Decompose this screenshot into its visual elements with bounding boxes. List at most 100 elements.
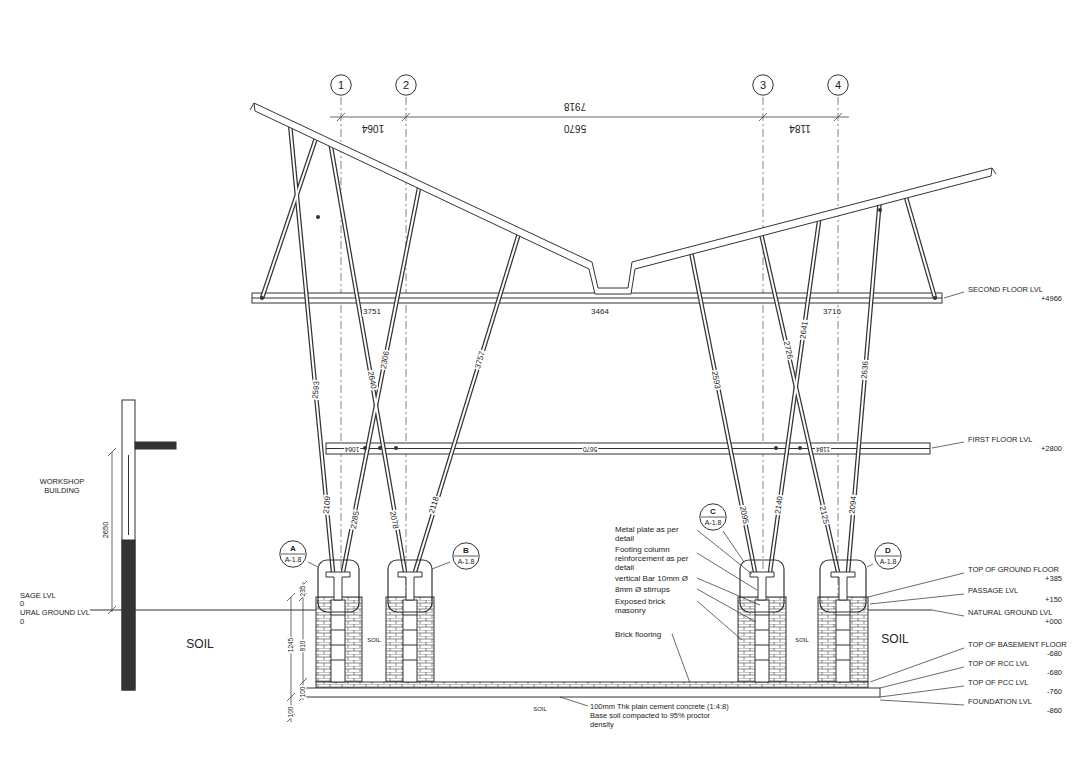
detail-callout: AA-1.8 xyxy=(279,540,307,568)
leader-line xyxy=(723,531,744,562)
grid-circle xyxy=(753,75,773,95)
dimension-text: 100 xyxy=(287,706,294,719)
sheet-reference: A-1.8 xyxy=(705,518,722,527)
brick-masonry xyxy=(818,597,868,682)
leader-line xyxy=(697,530,752,574)
dimension-text: 7918 xyxy=(563,100,587,112)
metal-plate xyxy=(831,572,855,600)
note-text: vertical Bar 10mm Ø xyxy=(615,574,695,583)
leader-line xyxy=(867,564,873,567)
dimension-line xyxy=(402,113,410,121)
leader-line xyxy=(880,667,964,688)
brick-masonry xyxy=(386,597,434,682)
dimension-text: 2650 xyxy=(102,521,111,540)
ground-line xyxy=(868,610,932,611)
workshop-wall xyxy=(122,400,176,690)
bolt-dot xyxy=(878,208,882,212)
grid-bubble: 3 xyxy=(752,74,774,96)
brick-masonry xyxy=(316,597,868,688)
note-text: Brick flooring xyxy=(615,630,695,639)
workshop-wall xyxy=(122,400,135,690)
leader-line xyxy=(697,553,757,590)
callout-letter: B xyxy=(463,546,469,555)
dimension-line xyxy=(834,113,842,121)
detail-callout: BA-1.8 xyxy=(452,542,480,570)
level-label: +2800 xyxy=(1041,445,1062,454)
soil-label: SOIL xyxy=(881,633,908,647)
pcc-bed xyxy=(305,688,880,697)
dimension-text: 2078 xyxy=(388,509,400,530)
level-label: +4966 xyxy=(1041,295,1062,304)
leader-line xyxy=(880,700,964,705)
floor-beam xyxy=(326,443,930,454)
floor-beam xyxy=(326,448,930,449)
grid-circle xyxy=(396,75,416,95)
bolt-dot xyxy=(260,208,937,450)
callout-divider xyxy=(454,556,478,557)
dimension-text: 2640 xyxy=(366,369,378,390)
level-label: SECOND FLOOR LVL xyxy=(968,286,1043,295)
workshop-wall xyxy=(128,455,129,535)
ground-line xyxy=(90,610,932,611)
metal-plate xyxy=(398,572,422,600)
leader-line xyxy=(870,648,964,682)
level-label: 0 xyxy=(20,618,24,627)
dimension-line xyxy=(291,597,292,722)
dimension-text: 2641 xyxy=(798,320,810,341)
footing-detail-outline xyxy=(318,560,866,612)
leader-line xyxy=(944,292,964,298)
footing-detail-outline xyxy=(740,560,784,612)
dimension-text: 235 xyxy=(299,585,306,598)
callout-divider xyxy=(281,554,305,555)
dimension-text: 2306 xyxy=(379,349,392,370)
callout-circle xyxy=(700,504,726,530)
dimension-text: 2593 xyxy=(310,380,321,401)
leader-line xyxy=(870,594,964,604)
bolt-dot xyxy=(316,215,320,219)
grid-bubble: 2 xyxy=(395,74,417,96)
callout-letter: C xyxy=(710,507,716,516)
level-label: +385 xyxy=(1045,575,1062,584)
bolt-dot xyxy=(363,446,367,450)
roof xyxy=(250,103,996,294)
ground-line xyxy=(90,610,122,611)
bolt-dot xyxy=(774,446,778,450)
dimension-text: 3464 xyxy=(590,307,610,316)
dimension-text: 2593 xyxy=(710,369,723,390)
dimension-text: 1184 xyxy=(788,122,812,134)
level-label: NATURAL GROUND LVL xyxy=(968,609,1052,618)
grid-bubble: 4 xyxy=(827,74,849,96)
footing-detail-outline xyxy=(318,560,359,612)
grid-number: 1 xyxy=(338,79,344,92)
leader-line xyxy=(880,686,964,697)
level-label: -680 xyxy=(1047,650,1062,659)
leader-line xyxy=(432,562,450,569)
pcc-bed xyxy=(305,688,880,697)
dimension-line xyxy=(287,593,295,601)
leader-line xyxy=(308,292,964,706)
metal-plate xyxy=(750,572,774,600)
dimension-text: 1184 xyxy=(815,445,831,452)
callout-divider xyxy=(876,556,900,557)
level-label: 0 xyxy=(20,600,24,609)
dimension-text: 3757 xyxy=(473,349,488,371)
level-label: -680 xyxy=(1047,669,1062,678)
sheet-reference: A-1.8 xyxy=(285,555,302,564)
dimension-text: 1245 xyxy=(287,637,294,653)
level-label: FOUNDATION LVL xyxy=(968,698,1032,707)
dimension-text: 2140 xyxy=(773,495,785,516)
callout-circle xyxy=(280,541,306,567)
dimension-text: 2118 xyxy=(427,494,441,515)
roof xyxy=(250,103,996,174)
bolt-dot xyxy=(260,296,264,300)
dimension-text: 5670 xyxy=(563,122,587,134)
note-text: 8mm Ø stirrups xyxy=(615,585,695,594)
bolt-dot xyxy=(394,446,398,450)
callout-divider xyxy=(701,517,725,518)
steel-column xyxy=(262,124,935,572)
level-label: TOP OF PCC LVL xyxy=(968,679,1028,688)
level-label: +150 xyxy=(1045,596,1062,605)
bolt-dot xyxy=(933,296,937,300)
